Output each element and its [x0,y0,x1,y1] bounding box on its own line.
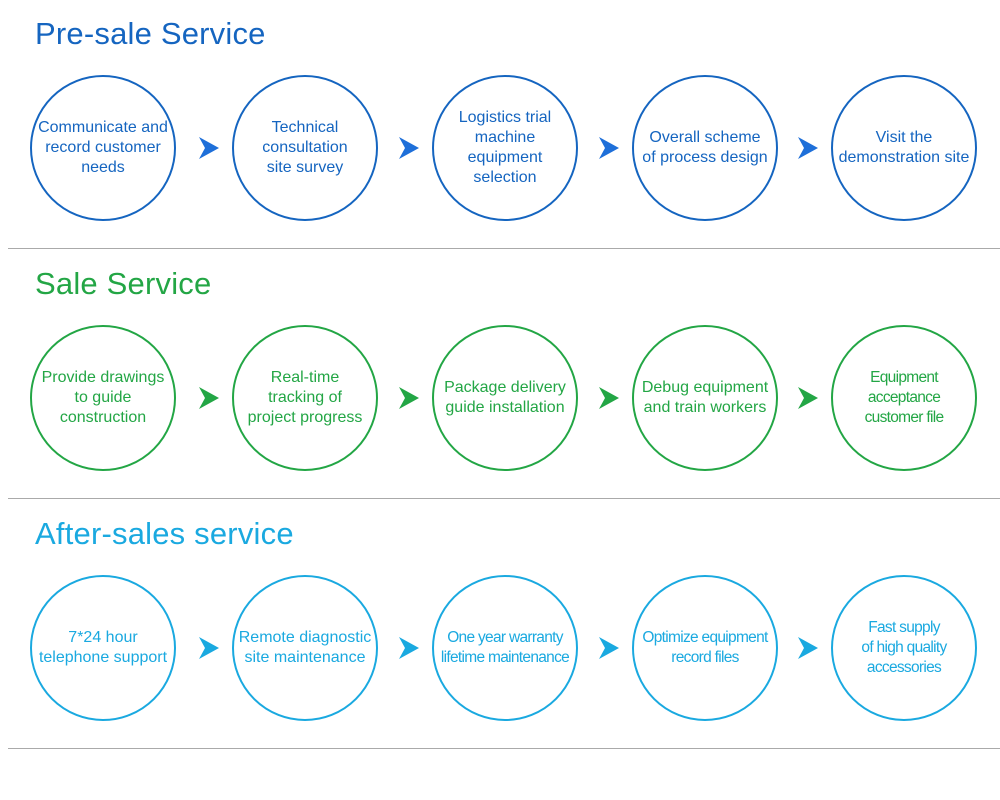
step-circle: Equipment acceptance customer file [831,325,977,471]
step-circle: Provide drawings to guide construction [30,325,176,471]
step-label: Logistics trial machine equipment select… [458,109,552,186]
step-circle: Optimize equipment record files [632,575,778,721]
step-label: Provide drawings to guide construction [41,369,165,426]
step-label: One year warranty lifetime maintenance [440,629,570,666]
step-circle: Technical consultation site survey [232,75,378,221]
step-label: 7*24 hour telephone support [38,629,168,666]
arrow-icon [798,637,818,659]
step-label: Fast supply of high quality accessories [861,619,947,676]
arrow-icon [798,137,818,159]
step-circle: Real-time tracking of project progress [232,325,378,471]
section-after-sales: After-sales service 7*24 hour telephone … [0,500,1000,750]
step-label: Remote diagnostic site maintenance [238,629,372,666]
section-title: Pre-sale Service [35,16,266,51]
step-circle: Visit the demonstration site [831,75,977,221]
section-pre-sale: Pre-sale Service Communicate and record … [0,0,1000,250]
arrow-icon [599,637,619,659]
step-circle: Debug equipment and train workers [632,325,778,471]
arrow-icon [399,387,419,409]
step-label: Real-time tracking of project progress [247,369,363,426]
step-label: Overall scheme of process design [642,129,768,166]
section-divider [8,248,1000,249]
step-circle: Logistics trial machine equipment select… [432,75,578,221]
step-circle: Package delivery guide installation [432,325,578,471]
step-circle: Fast supply of high quality accessories [831,575,977,721]
arrow-icon [199,387,219,409]
section-title: After-sales service [35,516,294,551]
section-divider [8,498,1000,499]
arrow-icon [399,637,419,659]
step-circle: Remote diagnostic site maintenance [232,575,378,721]
step-circle: Communicate and record customer needs [30,75,176,221]
arrow-icon [199,637,219,659]
step-circle: One year warranty lifetime maintenance [432,575,578,721]
section-title: Sale Service [35,266,212,301]
arrow-icon [199,137,219,159]
step-label: Technical consultation site survey [262,119,348,176]
section-divider [8,748,1000,749]
section-sale: Sale Service Provide drawings to guide c… [0,250,1000,500]
step-label: Package delivery guide installation [444,379,566,416]
step-label: Visit the demonstration site [838,129,970,166]
step-label: Communicate and record customer needs [38,119,168,176]
step-label: Debug equipment and train workers [641,379,769,416]
step-circle: 7*24 hour telephone support [30,575,176,721]
arrow-icon [599,137,619,159]
step-label: Equipment acceptance customer file [864,369,944,426]
arrow-icon [399,137,419,159]
step-label: Optimize equipment record files [642,629,768,666]
arrow-icon [798,387,818,409]
arrow-icon [599,387,619,409]
step-circle: Overall scheme of process design [632,75,778,221]
